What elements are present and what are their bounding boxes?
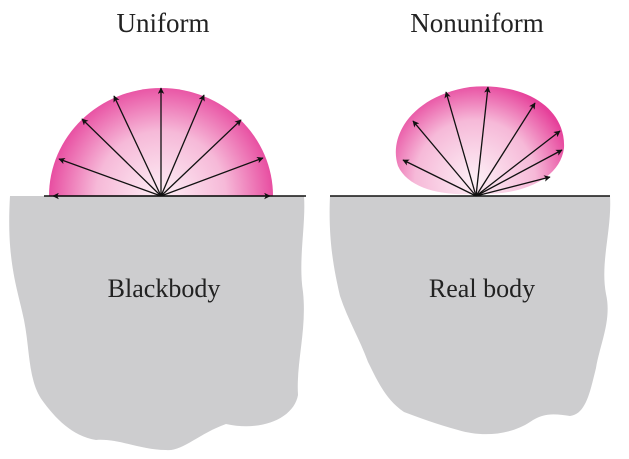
emission-arrow (58, 157, 162, 197)
emission-arrow (412, 120, 477, 197)
blackbody-label: Blackbody (108, 274, 221, 303)
emission-arrow (402, 159, 477, 197)
real-body-label: Real body (429, 274, 535, 303)
emission-arrow (160, 156, 264, 197)
emission-arrow (160, 119, 242, 197)
emission-arrow (475, 175, 551, 197)
real-body-solid (329, 196, 611, 435)
nonuniform-emission-arrows (402, 86, 563, 197)
uniform-emission-arrows (52, 87, 271, 200)
emission-arrow (160, 94, 205, 197)
real-body-panel: Nonuniform Real body (329, 8, 611, 435)
nonuniform-emission-lobe (395, 86, 565, 195)
blackbody-solid (9, 196, 305, 451)
emission-arrow (444, 91, 477, 197)
emission-arrow (81, 118, 162, 197)
emission-arrow (475, 86, 491, 197)
blackbody-panel: Uniform Blackbody (9, 8, 306, 451)
emission-arrow (475, 102, 536, 197)
emission-arrow (113, 95, 162, 197)
nonuniform-heading: Nonuniform (410, 8, 543, 38)
uniform-heading: Uniform (117, 8, 210, 38)
emission-arrow (475, 130, 561, 197)
emission-arrow (475, 149, 563, 197)
